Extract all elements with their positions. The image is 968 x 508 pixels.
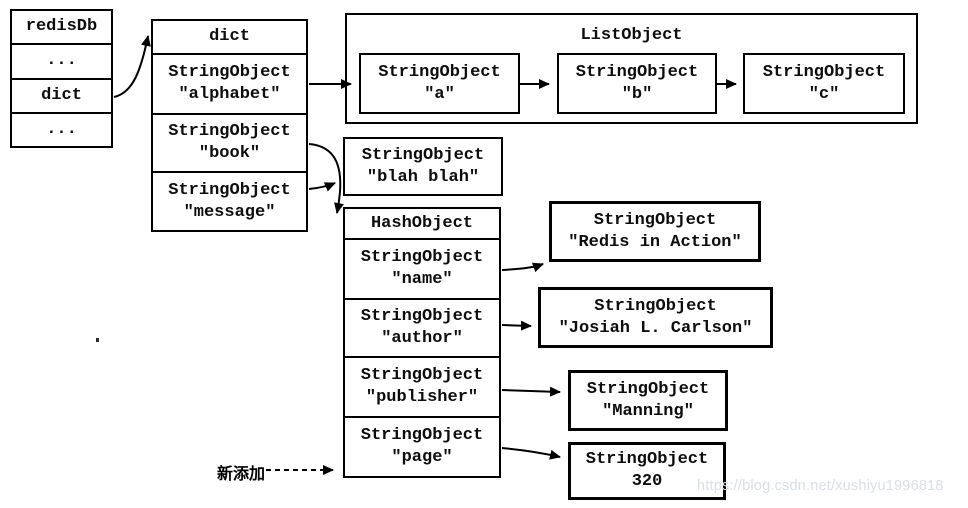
arrow-book-to-hash-object [308, 143, 344, 214]
dict-key-message: StringObject "message" [153, 171, 306, 230]
object-type-label: StringObject [594, 296, 717, 316]
object-value-label: "blah blah" [366, 167, 480, 187]
object-type-label: StringObject [585, 450, 709, 469]
object-value-label: "name" [391, 270, 453, 289]
hash-field-name: StringObject "name" [345, 238, 499, 298]
string-value-redis-in-action: StringObject "Redis in Action" [549, 201, 761, 262]
arrow-publisher-to-manning [501, 386, 561, 397]
list-item-c: StringObject "c" [743, 53, 905, 114]
ellipsis-row-top: ... [12, 43, 111, 77]
object-type-label: StringObject [361, 145, 485, 165]
object-type-label: StringObject [168, 180, 291, 200]
arrow-name-to-title-value [501, 262, 544, 273]
dict-key-book: StringObject "book" [153, 113, 306, 171]
hash-field-publisher: StringObject "publisher" [345, 356, 499, 416]
object-type-label: StringObject [168, 63, 291, 82]
dict-table-header: dict [209, 27, 250, 46]
list-object-box: ListObject StringObject "a" StringObject… [345, 13, 918, 124]
object-type-label: StringObject [360, 307, 484, 326]
object-type-label: StringObject [360, 366, 484, 385]
object-value-label: 320 [631, 472, 663, 491]
object-type-label: StringObject [575, 62, 699, 82]
object-type-label: StringObject [586, 379, 710, 399]
object-value-label: "b" [621, 84, 653, 104]
object-value-label: "publisher" [365, 388, 479, 407]
object-type-label: StringObject [360, 248, 484, 267]
object-value-label: "c" [808, 84, 840, 104]
list-item-b: StringObject "b" [557, 53, 717, 114]
object-value-label: "message" [183, 202, 276, 222]
stray-dot [96, 338, 99, 342]
arrow-page-to-320-value [501, 447, 561, 460]
object-value-label: "Manning" [602, 401, 694, 421]
dict-key-alphabet: StringObject "alphabet" [153, 53, 306, 113]
string-value-josiah-carlson: StringObject "Josiah L. Carlson" [538, 287, 773, 348]
object-value-label: "Josiah L. Carlson" [558, 318, 753, 338]
object-value-label: "a" [424, 84, 455, 104]
arrow-message-to-blah [308, 182, 336, 192]
dict-pointer-row: dict [12, 77, 111, 112]
string-value-320: StringObject 320 [568, 442, 726, 500]
watermark-text: https://blog.csdn.net/xushiyu1996818 [697, 478, 944, 494]
dict-table: dict StringObject "alphabet" StringObjec… [151, 19, 308, 232]
object-type-label: StringObject [378, 62, 501, 82]
object-value-label: "book" [198, 144, 261, 163]
redisdb-table: redisDb ... dict ... [10, 9, 113, 148]
redisdb-row: redisDb [25, 17, 98, 37]
object-value-label: "page" [391, 448, 453, 467]
object-type-label: StringObject [593, 210, 717, 230]
string-value-manning: StringObject "Manning" [568, 370, 728, 431]
object-value-label: "alphabet" [178, 85, 281, 104]
hash-object-header: HashObject [370, 213, 474, 233]
hash-field-page: StringObject "page" [345, 416, 499, 476]
object-type-label: StringObject [762, 62, 886, 82]
arrow-author-to-author-value [501, 320, 532, 331]
object-value-label: "Redis in Action" [568, 232, 742, 252]
list-object-title: ListObject [580, 25, 683, 45]
hash-object-table: HashObject StringObject "name" StringObj… [343, 207, 501, 478]
object-type-label: StringObject [168, 122, 291, 141]
arrow-dict-to-dict-table [113, 35, 151, 98]
object-value-label: "author" [381, 329, 463, 348]
object-type-label: StringObject [360, 426, 484, 445]
hash-field-author: StringObject "author" [345, 298, 499, 356]
ellipsis-row-bottom: ... [12, 111, 111, 146]
new-added-label: 新添加 [216, 466, 265, 483]
string-value-blah-blah: StringObject "blah blah" [343, 137, 503, 196]
list-item-a: StringObject "a" [359, 53, 520, 114]
